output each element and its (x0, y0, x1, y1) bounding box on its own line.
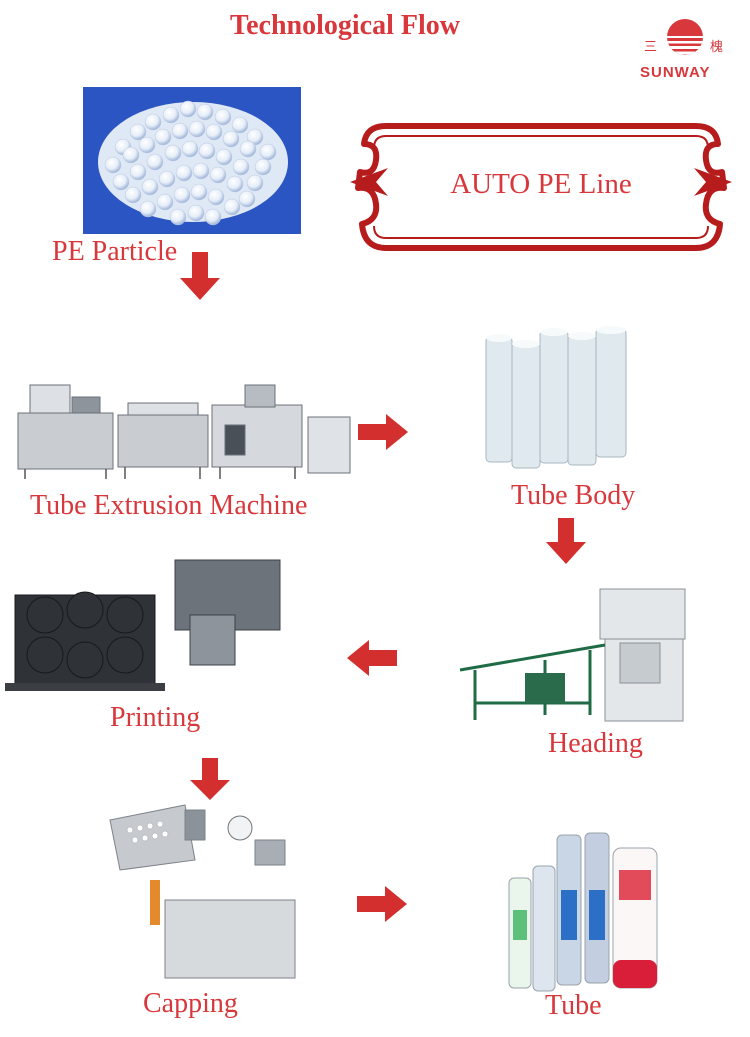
tube-product-image (505, 830, 665, 995)
printing-label: Printing (110, 702, 201, 733)
tube-body-image (482, 325, 632, 473)
logo-right-char: 槐 (710, 40, 724, 55)
arrow-down-icon (180, 252, 220, 300)
printing-machine-image (5, 555, 285, 705)
arrow-down-icon (546, 518, 586, 564)
tube-body-label: Tube Body (511, 480, 636, 511)
tube-extrusion-machine-image (10, 375, 355, 485)
sunway-logo: 三 槐 SUNWAY (640, 14, 730, 84)
banner-label: AUTO PE Line (450, 168, 632, 200)
logo-brand: SUNWAY (640, 64, 711, 81)
logo-left-char: 三 (644, 40, 658, 55)
sunway-emblem-icon (667, 19, 703, 55)
capping-label: Capping (143, 988, 238, 1019)
pe-particle-image (83, 87, 301, 234)
arrow-right-icon (358, 414, 408, 450)
pe-particle-label: PE Particle (52, 236, 178, 267)
tube-extrusion-label: Tube Extrusion Machine (30, 490, 308, 521)
arrow-right-icon (357, 886, 407, 922)
auto-pe-line-banner: AUTO PE Line (346, 120, 736, 255)
tube-label: Tube (545, 990, 602, 1021)
capping-machine-image (105, 800, 315, 985)
arrow-down-icon (190, 758, 230, 800)
arrow-left-icon (347, 640, 397, 676)
heading-machine-image (455, 585, 690, 725)
heading-label: Heading (548, 728, 643, 759)
page-title: Technological Flow (230, 10, 460, 41)
